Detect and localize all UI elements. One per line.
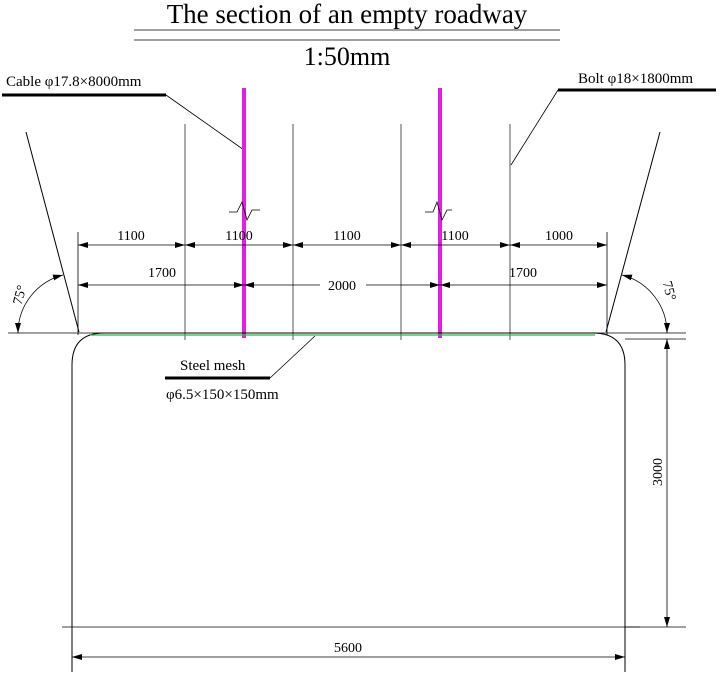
cable-spacing-2: 2000 [328,279,356,294]
left-angle-label: 75° [11,284,31,307]
bolt-spacing-5: 1000 [545,229,573,244]
drawing-scale: 1:50mm [304,42,391,71]
side-bolt-right [605,131,661,333]
cable-spacing-dimension-row: 1700 2000 1700 [78,266,607,294]
bolt-spacing-2: 1100 [225,229,252,244]
roadway-outline [71,332,626,672]
side-bolt-left [25,131,80,333]
bolt-spacing-4: 1100 [441,229,468,244]
right-angle-label: 75° [659,280,679,303]
cable-leader-line [165,94,245,151]
bolt-leader-line [510,89,559,166]
left-angle-arc [15,274,64,334]
break-symbol-right [425,200,452,222]
cable-spacing-3: 1700 [509,266,537,281]
height-dimension-label: 3000 [651,458,666,486]
steel-mesh-label: Steel mesh [180,358,246,374]
steel-mesh-spec: φ6.5×150×150mm [166,387,279,403]
bolt-spacing-3: 1100 [333,229,360,244]
right-angle-arc [621,274,670,334]
drawing-title: The section of an empty roadway [167,0,528,29]
cable-label: Cable φ17.8×8000mm [6,74,142,90]
width-dimension-label: 5600 [334,641,362,656]
bolt-label: Bolt φ18×1800mm [578,71,693,87]
mesh-leader-line [269,335,316,379]
cable-spacing-1: 1700 [148,266,176,281]
break-symbol-left [229,200,260,222]
bolt-spacing-dimension-row: 1100 1100 1100 1100 1000 [78,229,607,248]
bolt-spacing-1: 1100 [117,229,144,244]
